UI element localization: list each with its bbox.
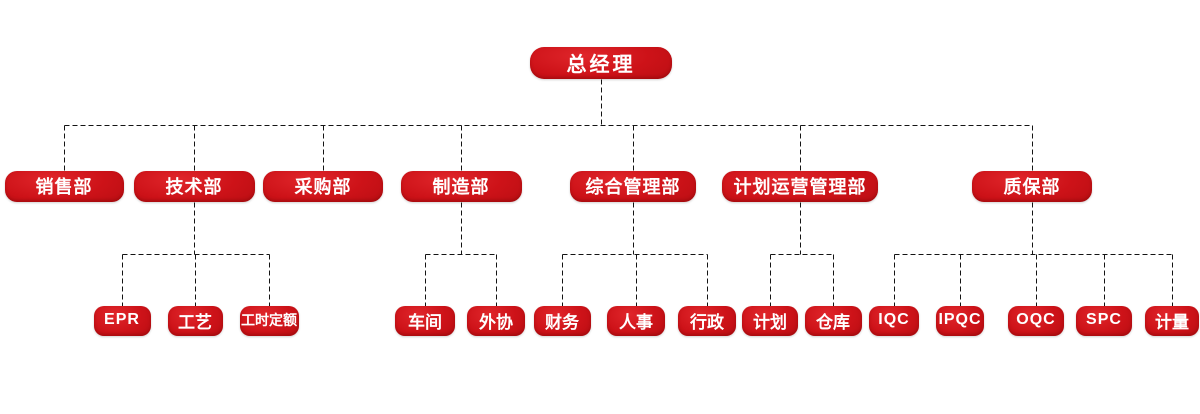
org-node-outsourcing: 外协 [467, 306, 525, 336]
org-node-label: 仓库 [816, 312, 850, 332]
org-node-planning: 计划 [742, 306, 798, 336]
org-node-label: IPQC [938, 311, 982, 328]
org-node-technology-dept: 技术部 [133, 171, 255, 202]
org-node-label: 制造部 [432, 176, 490, 197]
org-node-label: 计划 [753, 312, 787, 332]
org-node-label: EPR [104, 311, 140, 328]
org-node-label: 外协 [479, 312, 513, 332]
org-node-label: 工艺 [178, 312, 212, 332]
org-node-label: 人事 [619, 312, 653, 332]
org-node-general-manager: 总经理 [530, 47, 672, 79]
org-node-label: 总经理 [566, 53, 636, 76]
org-node-label: 质保部 [1003, 176, 1061, 197]
org-node-iqc: IQC [869, 306, 919, 336]
org-node-label: 综合管理部 [585, 176, 681, 197]
org-node-general-management-dept: 综合管理部 [570, 171, 696, 202]
org-node-quality-assurance-dept: 质保部 [972, 171, 1092, 202]
org-node-manufacturing-dept: 制造部 [400, 171, 522, 202]
org-node-planning-operations-dept: 计划运营管理部 [722, 171, 878, 202]
org-node-label: 销售部 [35, 176, 93, 197]
org-node-label: 工时定额 [241, 312, 297, 328]
org-node-metrology: 计量 [1145, 306, 1199, 336]
org-node-label: 行政 [690, 312, 724, 332]
org-node-epr: EPR [93, 306, 151, 336]
org-node-process: 工艺 [167, 306, 223, 336]
org-node-workshop: 车间 [395, 306, 455, 336]
org-node-purchasing-dept: 采购部 [263, 171, 383, 202]
org-node-label: SPC [1086, 311, 1122, 328]
org-node-label: 财务 [545, 312, 579, 332]
org-node-finance: 财务 [533, 306, 591, 336]
org-node-warehouse: 仓库 [804, 306, 862, 336]
org-node-label: 技术部 [165, 176, 223, 197]
org-node-hr: 人事 [607, 306, 665, 336]
org-node-spc: SPC [1076, 306, 1132, 336]
org-node-label: 采购部 [294, 176, 352, 197]
org-node-label: 车间 [408, 312, 442, 332]
org-node-ipqc: IPQC [936, 306, 984, 336]
org-node-labor-hour-quota: 工时定额 [239, 306, 299, 336]
org-node-label: 计量 [1155, 312, 1189, 332]
org-node-label: 计划运营管理部 [733, 176, 867, 197]
org-node-sales-dept: 销售部 [4, 171, 124, 202]
org-node-label: OQC [1016, 311, 1056, 328]
org-node-label: IQC [878, 311, 910, 328]
org-node-administration: 行政 [678, 306, 736, 336]
org-node-oqc: OQC [1008, 306, 1064, 336]
